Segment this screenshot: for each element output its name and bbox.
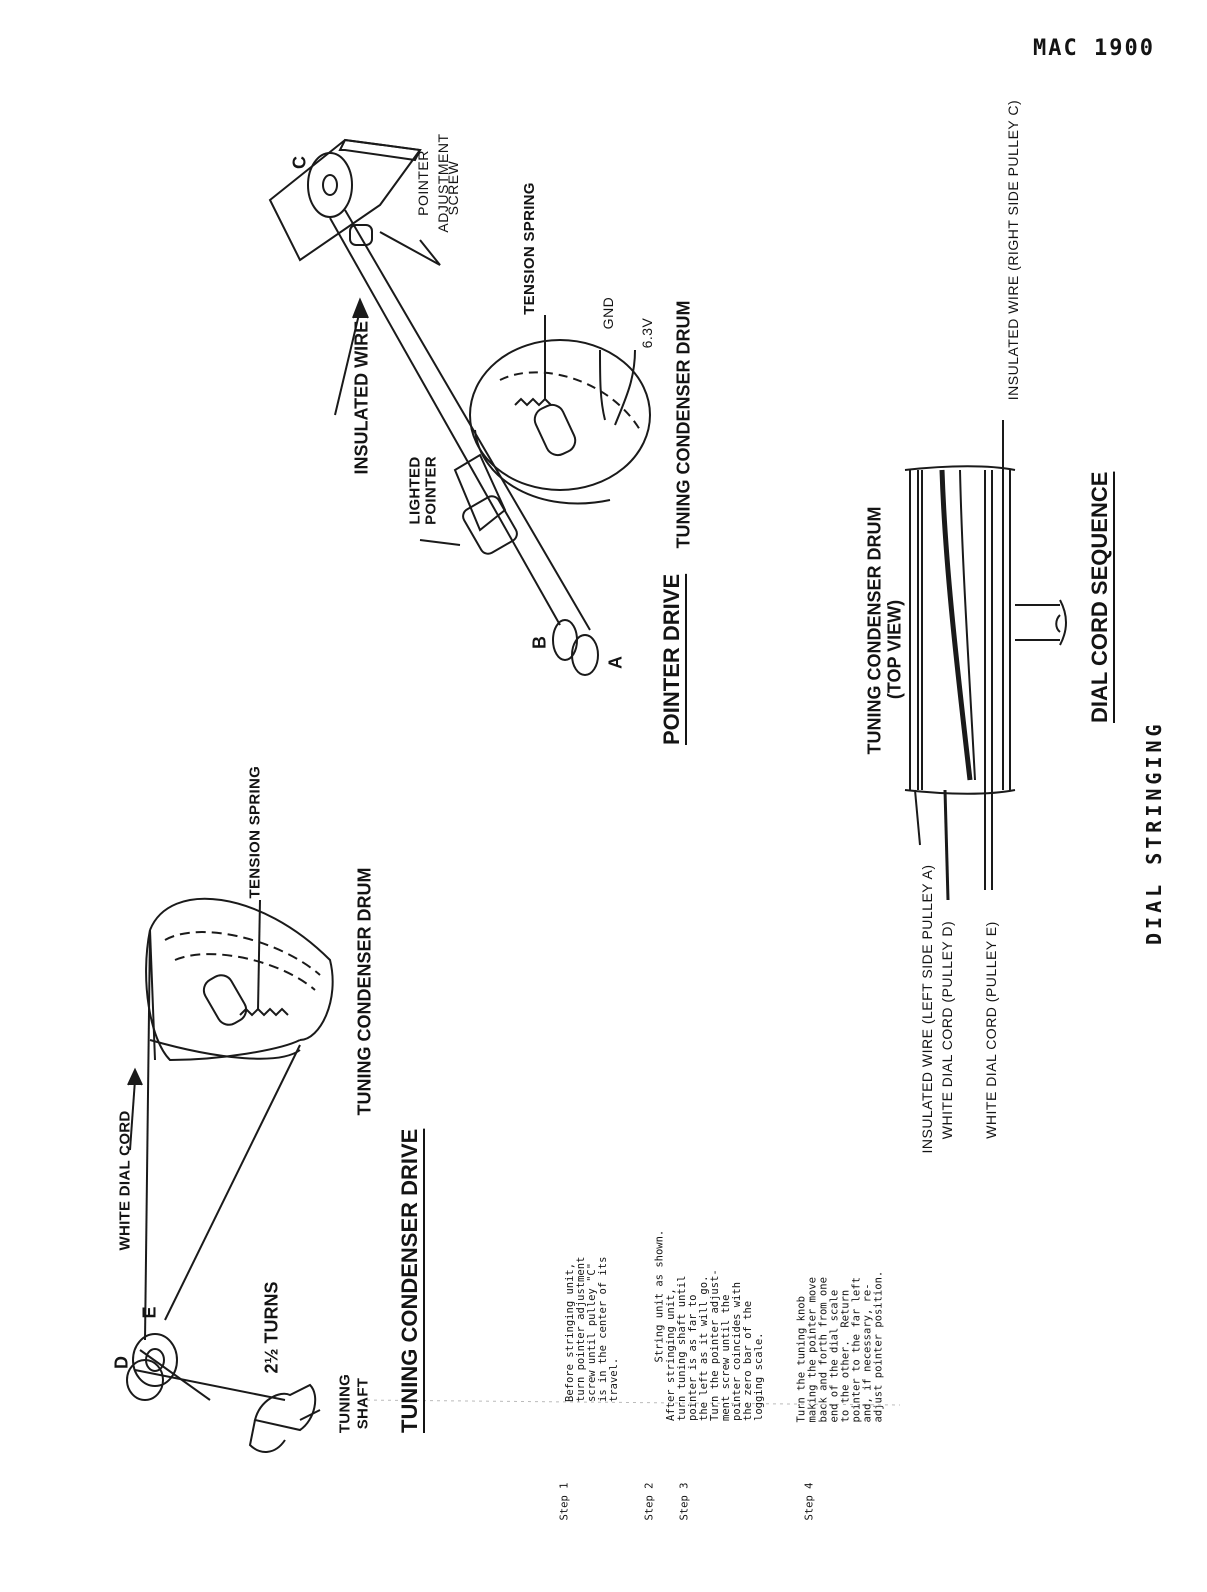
pulley-c-label: C xyxy=(289,156,310,169)
turns-label: 2½ TURNS xyxy=(261,1281,282,1374)
wire-label-white-e: WHITE DIAL CORD (PULLEY E) xyxy=(983,921,999,1139)
step-4-text: Turn the tuning knob making the pointer … xyxy=(795,1270,885,1423)
lighted-pointer-label-2: POINTER xyxy=(422,456,440,525)
dial-cord-sequence-drawing xyxy=(904,420,1067,901)
pulley-b-label: B xyxy=(529,636,550,649)
tuning-condenser-drive-title: TUNING CONDENSER DRIVE xyxy=(397,1128,422,1433)
pulley-d-label: D xyxy=(111,1356,132,1369)
step-1-text: Before stringing unit, turn pointer adju… xyxy=(564,1256,620,1402)
step-4-label: Step 4 xyxy=(803,1482,816,1521)
step-3-text: After stringing unit, turn tuning shaft … xyxy=(665,1269,765,1421)
step-2-label: Step 2 xyxy=(643,1482,656,1521)
pointer-adjustment-label-3: SCREW xyxy=(445,160,461,216)
lighted-pointer-label-1: LIGHTED xyxy=(406,456,424,525)
top-view-drum-label-2: (TOP VIEW) xyxy=(884,599,905,700)
tuning-condenser-drive-drawing xyxy=(126,897,334,1453)
wire-label-insulated-left: INSULATED WIRE (LEFT SIDE PULLEY A) xyxy=(919,864,935,1154)
tension-spring-label: TENSION SPRING xyxy=(246,765,264,899)
step-3-label: Step 3 xyxy=(678,1482,691,1521)
dial-cord-sequence-title: DIAL CORD SEQUENCE xyxy=(1087,471,1112,723)
page-title: DIAL STRINGING xyxy=(1142,720,1166,945)
tuning-drum-label: TUNING CONDENSER DRUM xyxy=(354,867,375,1116)
insulated-wire-label: INSULATED WIRE xyxy=(351,320,372,475)
pointer-drive-title: POINTER DRIVE xyxy=(659,573,684,745)
pointer-drum-label: TUNING CONDENSER DRUM xyxy=(673,300,694,549)
wire-label-insulated-right: INSULATED WIRE (RIGHT SIDE PULLEY C) xyxy=(1005,99,1021,401)
white-dial-cord-label: WHITE DIAL CORD xyxy=(116,1110,134,1251)
wire-label-white-d: WHITE DIAL CORD (PULLEY D) xyxy=(939,920,955,1140)
tuning-shaft-label-1: TUNING xyxy=(336,1373,354,1434)
voltage-label: 6.3V xyxy=(639,317,655,349)
pulley-e-label: E xyxy=(139,1306,160,1319)
step-2-text: String unit as shown. xyxy=(653,1229,666,1363)
page-header-model: MAC 1900 xyxy=(1033,36,1155,61)
tuning-shaft-label-2: SHAFT xyxy=(354,1377,372,1430)
step-1-label: Step 1 xyxy=(558,1482,571,1521)
gnd-label: GND xyxy=(600,296,616,330)
pointer-adjustment-label-1: POINTER xyxy=(415,150,431,216)
pointer-drive-drawing xyxy=(268,138,651,676)
top-view-drum-label-1: TUNING CONDENSER DRUM xyxy=(864,506,885,755)
pointer-tension-spring-label: TENSION SPRING xyxy=(521,182,538,315)
pulley-a-label: A xyxy=(605,656,626,669)
